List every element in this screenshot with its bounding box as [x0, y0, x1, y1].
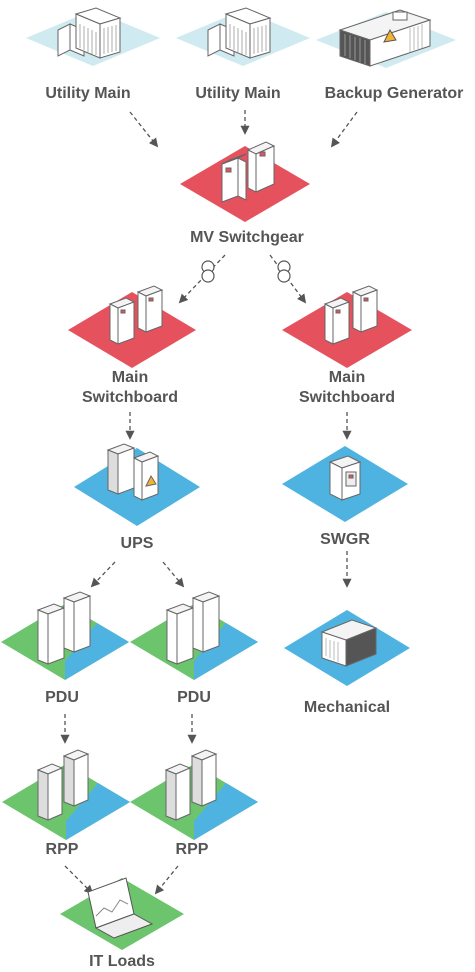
node-mechanical: Mechanical: [284, 610, 410, 716]
building-icon: [207, 7, 272, 59]
node-label-line2: Switchboard: [82, 389, 178, 406]
node-label: RPP: [176, 841, 209, 858]
building-icon: [57, 7, 122, 59]
node-label: Mechanical: [304, 699, 390, 716]
node-pdu-left: PDU: [1, 591, 129, 706]
node-utility-main-1: Utility Main: [26, 7, 160, 102]
transformer-icon: [201, 260, 215, 283]
node-label: Backup Generator: [325, 85, 464, 102]
node-label: PDU: [45, 689, 79, 706]
arrow-rpp-right-to-it: [154, 865, 179, 895]
node-label-line2: Switchboard: [299, 389, 395, 406]
node-rpp-left: RPP: [2, 749, 130, 858]
platform-right-half: [194, 783, 258, 840]
pdu-icon: [165, 591, 221, 665]
node-label: PDU: [177, 689, 211, 706]
arrow-mv-to-msb-left: [178, 254, 226, 304]
platform-right-half: [65, 623, 129, 680]
node-rpp-right: RPP: [130, 749, 258, 858]
node-swgr: SWGR: [282, 446, 408, 548]
node-utility-main-2: Utility Main: [176, 7, 310, 102]
node-main-switchboard-right: Main Switchboard: [282, 285, 412, 406]
node-pdu-right: PDU: [130, 591, 258, 706]
arrow-rpp-left-to-it: [64, 865, 94, 895]
node-label-line1: Main: [112, 369, 148, 386]
server-rack-icon: [36, 749, 90, 821]
switchboard-icon: [323, 285, 379, 345]
electrical-panel-icon: [328, 455, 362, 501]
node-label: IT Loads: [89, 953, 155, 970]
generator-icon: [338, 9, 432, 67]
node-backup-generator: Backup Generator: [316, 9, 464, 102]
node-main-switchboard-left: Main Switchboard: [68, 285, 196, 406]
node-label: RPP: [46, 841, 79, 858]
arrow-ups-to-pdu-right: [162, 561, 185, 588]
node-label: UPS: [121, 535, 154, 552]
node-it-loads: IT Loads: [60, 877, 184, 970]
arrow-generator-to-mv: [330, 111, 358, 148]
node-label-line1: Main: [329, 369, 365, 386]
switchboard-icon: [108, 285, 164, 345]
arrow-utility1-to-mv: [129, 111, 159, 148]
laptop-icon: [87, 877, 154, 939]
server-rack-icon: [164, 749, 218, 821]
node-label: Utility Main: [45, 85, 130, 102]
node-label: MV Switchgear: [190, 229, 304, 246]
node-label: Utility Main: [195, 85, 280, 102]
node-ups: UPS: [74, 443, 200, 552]
ups-icon: [106, 443, 160, 501]
chiller-icon: [320, 619, 378, 667]
node-label: SWGR: [320, 531, 370, 548]
platform-right-half: [66, 783, 130, 840]
node-mv-switchgear: MV Switchgear: [180, 141, 310, 246]
switchgear-icon: [221, 141, 276, 203]
arrow-ups-to-pdu-left: [90, 561, 116, 588]
pdu-icon: [36, 591, 92, 665]
transformer-icon: [277, 260, 291, 283]
platform-right-half: [194, 623, 258, 680]
